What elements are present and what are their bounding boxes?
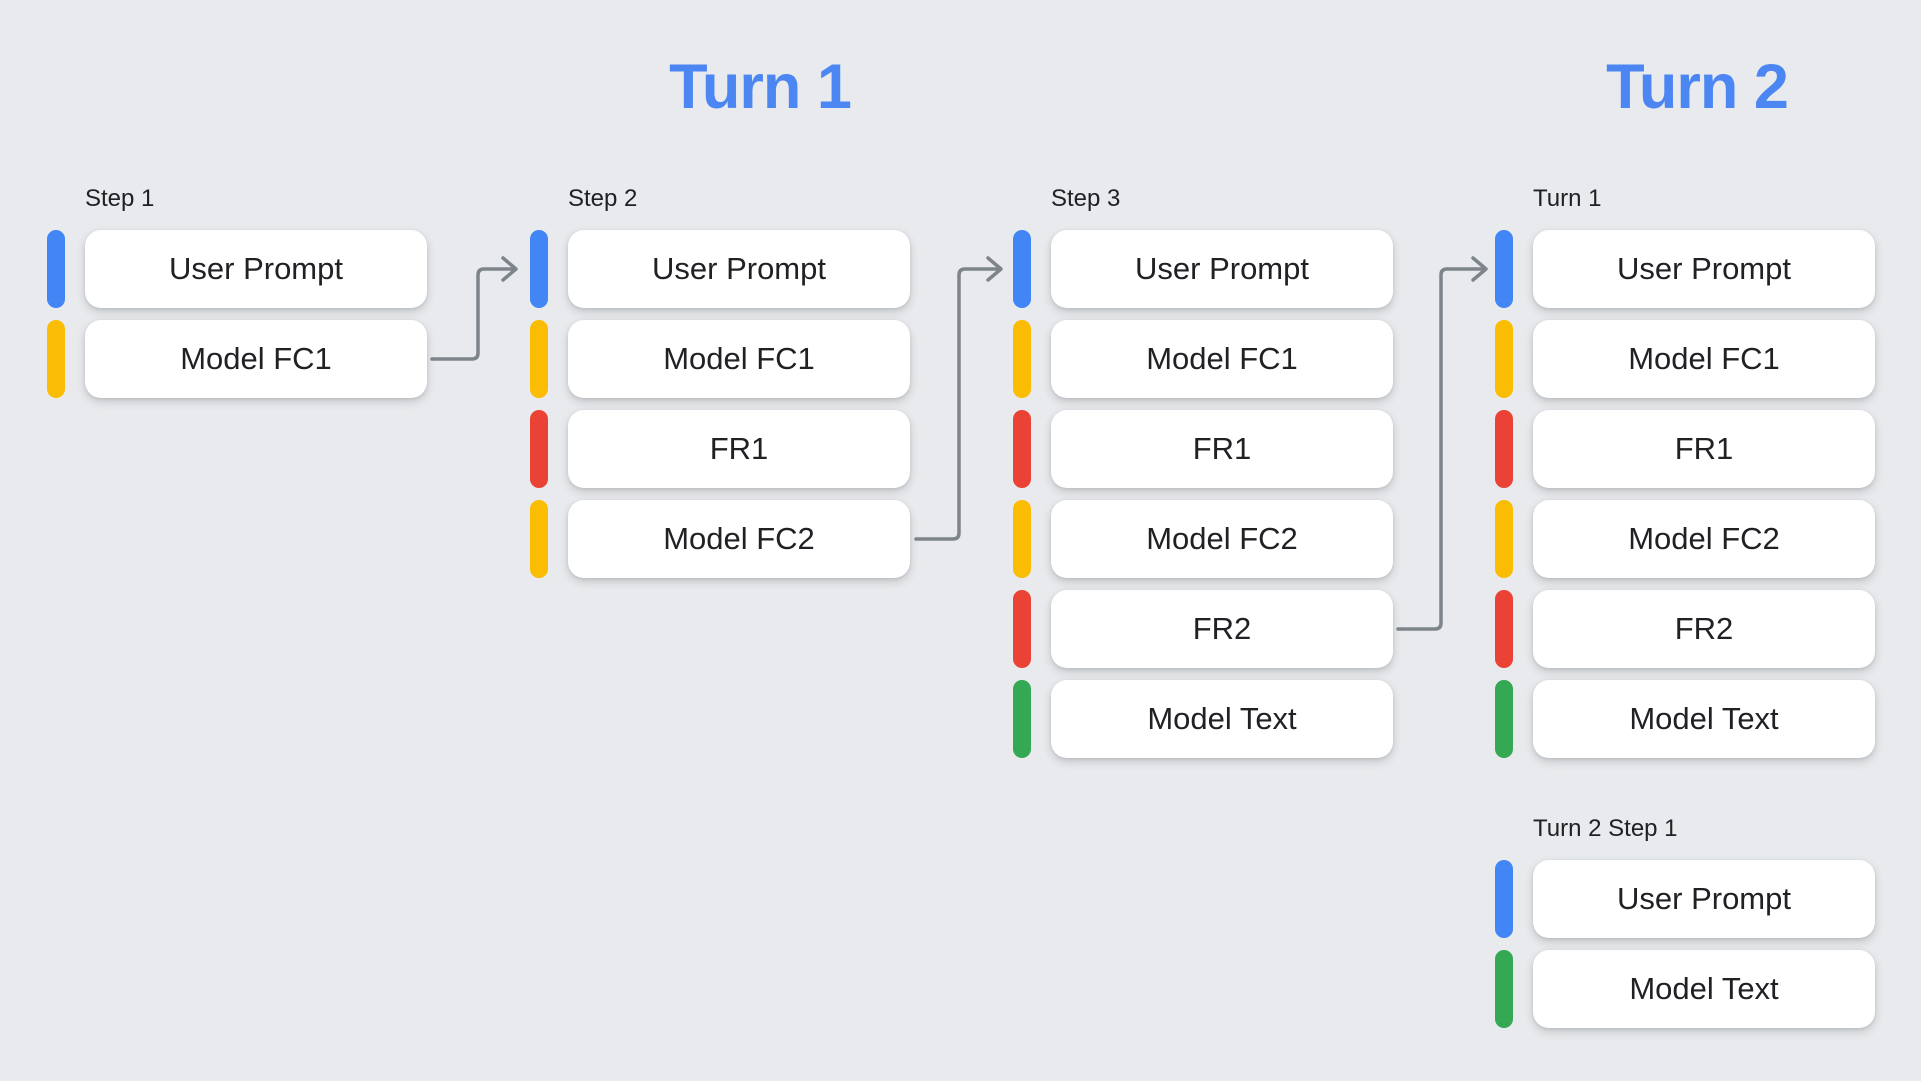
column-label: Step 3 [1051,185,1121,212]
arrowhead-icon [986,256,1003,282]
message-row: FR1 [1495,410,1875,488]
column-label: Step 1 [85,185,155,212]
message-row: Model FC1 [47,320,427,398]
message-row: Model FC2 [1495,500,1875,578]
message-box: User Prompt [1533,230,1875,308]
turn-1-heading: Turn 1 [669,52,852,122]
message-row: Model FC1 [1013,320,1393,398]
user-role-bar [47,230,65,308]
message-row: Model Text [1013,680,1393,758]
arrowhead-icon [1471,256,1488,282]
message-box: Model Text [1051,680,1393,758]
message-box: User Prompt [568,230,910,308]
message-row: User Prompt [1495,860,1875,938]
model-fc-role-bar [530,320,548,398]
message-box: Model FC1 [1051,320,1393,398]
message-box: FR2 [1051,590,1393,668]
column-label: Step 2 [568,185,638,212]
model-fc-role-bar [1495,500,1513,578]
message-row: User Prompt [530,230,910,308]
model-fc-role-bar [1013,320,1031,398]
user-role-bar [1013,230,1031,308]
message-row: Model Text [1495,950,1875,1028]
function-response-role-bar [530,410,548,488]
column-step-2: Step 2 User Prompt Model FC1 FR1 Model F… [530,186,910,590]
message-row: User Prompt [1013,230,1393,308]
column-turn-1-history: Turn 1 User Prompt Model FC1 FR1 Model F… [1495,186,1875,770]
model-fc-role-bar [47,320,65,398]
column-label: Turn 2 Step 1 [1533,815,1678,842]
message-row: Model FC1 [530,320,910,398]
message-box: Model FC2 [568,500,910,578]
function-response-role-bar [1495,590,1513,668]
message-box: Model FC2 [1533,500,1875,578]
message-box: Model FC1 [568,320,910,398]
message-row: FR1 [530,410,910,488]
message-box: FR1 [1051,410,1393,488]
user-role-bar [530,230,548,308]
message-box: Model Text [1533,680,1875,758]
message-row: Model FC1 [1495,320,1875,398]
message-box: User Prompt [1051,230,1393,308]
arrow-step2-to-step3 [914,256,1003,541]
model-text-role-bar [1013,680,1031,758]
column-turn-2-step-1: Turn 2 Step 1 User Prompt Model Text [1495,816,1875,1040]
arrow-step1-to-step2 [430,256,518,361]
user-role-bar [1495,230,1513,308]
model-fc-role-bar [1495,320,1513,398]
message-row: User Prompt [1495,230,1875,308]
message-row: FR1 [1013,410,1393,488]
message-box: FR1 [1533,410,1875,488]
message-row: FR2 [1495,590,1875,668]
model-fc-role-bar [1013,500,1031,578]
function-response-role-bar [1013,590,1031,668]
message-box: FR2 [1533,590,1875,668]
arrow-step3-to-turn1 [1396,256,1488,631]
turn-2-heading: Turn 2 [1606,52,1789,122]
message-box: Model FC1 [1533,320,1875,398]
user-role-bar [1495,860,1513,938]
message-box: Model FC2 [1051,500,1393,578]
message-box: User Prompt [85,230,427,308]
message-box: FR1 [568,410,910,488]
column-label: Turn 1 [1533,185,1602,212]
column-step-3: Step 3 User Prompt Model FC1 FR1 Model F… [1013,186,1393,770]
message-row: Model FC2 [1013,500,1393,578]
message-box: Model FC1 [85,320,427,398]
model-fc-role-bar [530,500,548,578]
message-box: Model Text [1533,950,1875,1028]
message-row: User Prompt [47,230,427,308]
model-text-role-bar [1495,950,1513,1028]
message-row: Model Text [1495,680,1875,758]
arrowhead-icon [501,256,518,282]
message-row: Model FC2 [530,500,910,578]
column-step-1: Step 1 User Prompt Model FC1 [47,186,427,410]
model-text-role-bar [1495,680,1513,758]
function-response-role-bar [1013,410,1031,488]
message-row: FR2 [1013,590,1393,668]
function-response-role-bar [1495,410,1513,488]
message-box: User Prompt [1533,860,1875,938]
